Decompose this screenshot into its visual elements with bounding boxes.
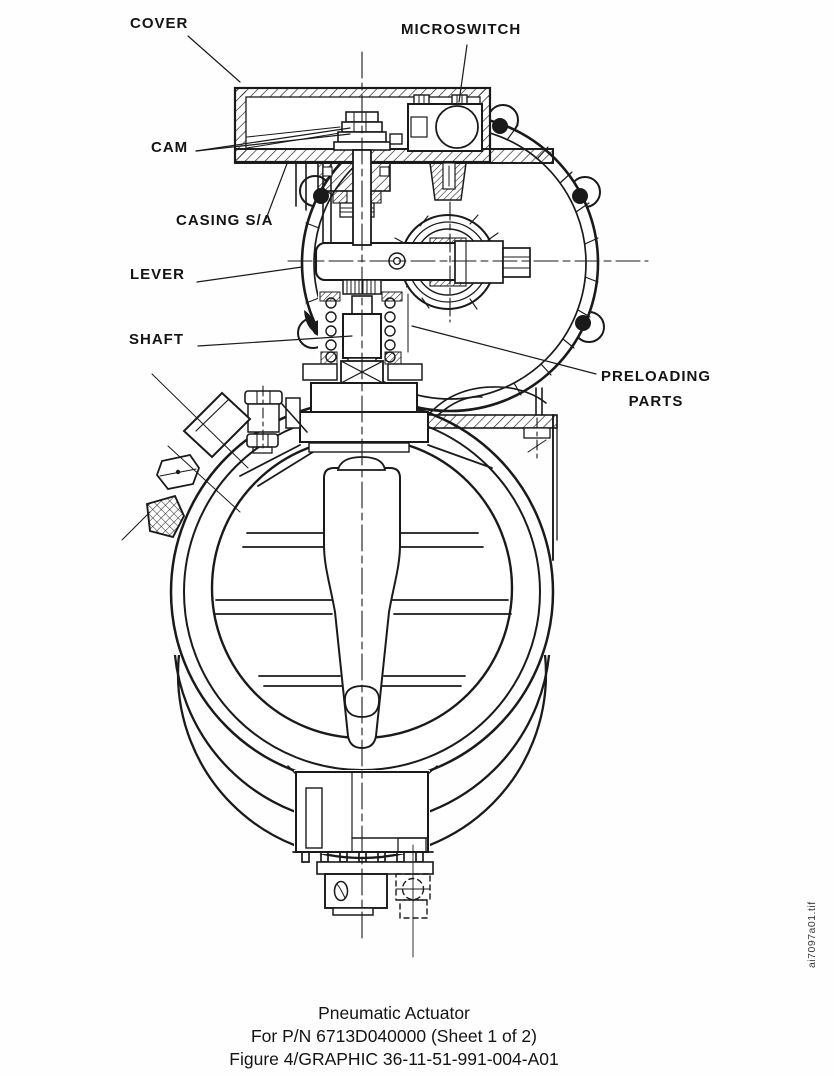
hub-and-lever	[314, 214, 531, 310]
shaft-label: SHAFT	[129, 331, 184, 348]
caption-part-number: For P/N 6713D040000 (Sheet 1 of 2)	[250, 1026, 537, 1046]
preloading-label-line2: PARTS	[628, 393, 684, 410]
cam-label: CAM	[151, 139, 189, 156]
casing-label: CASING S/A	[176, 212, 274, 229]
preloading-label-line1: PRELOADING	[600, 368, 711, 385]
leader-lines	[187, 35, 597, 375]
caption-title: Pneumatic Actuator	[318, 1003, 470, 1023]
preloading-label: PRELOADING PARTS	[592, 364, 720, 414]
cover-label: COVER	[130, 15, 189, 32]
lever-label: LEVER	[130, 266, 186, 283]
microswitch-label: MICROSWITCH	[401, 21, 522, 38]
figure-caption: Pneumatic Actuator For P/N 6713D040000 (…	[0, 1002, 788, 1071]
centerlines	[262, 51, 649, 943]
left-bracket	[121, 373, 252, 541]
caption-figure-ref: Figure 4/GRAPHIC 36-11-51-991-004-A01	[229, 1049, 559, 1069]
filename-watermark: ai7097a01.tif	[806, 901, 818, 968]
